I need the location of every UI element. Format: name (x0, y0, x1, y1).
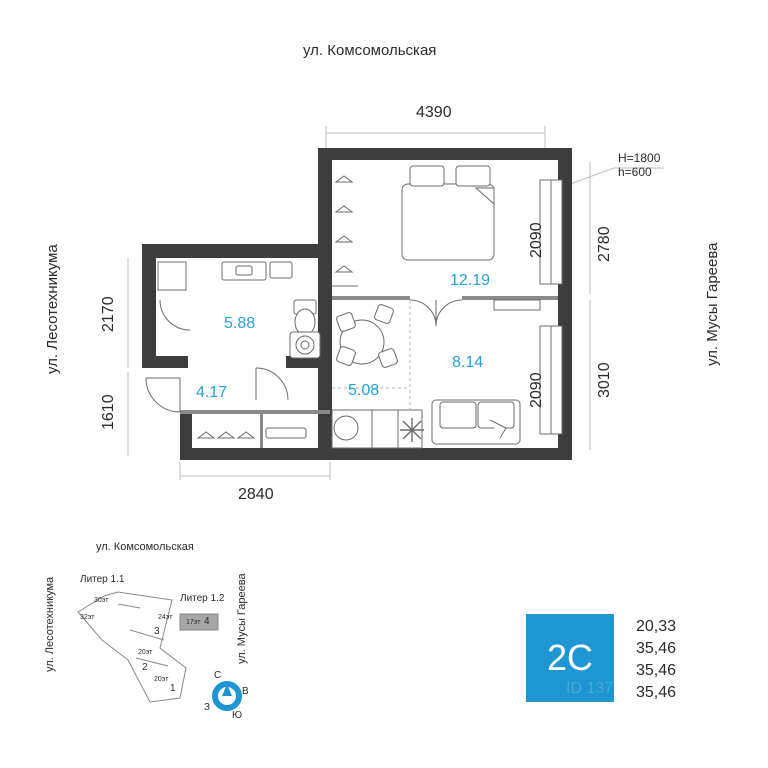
dim-living-window: 2090 (528, 372, 545, 408)
hangers (332, 175, 358, 287)
dim-right-upper: 2780 (596, 226, 613, 262)
stat-total-area-1: 35,46 (636, 640, 677, 657)
dim-bottom-width: 2840 (238, 486, 274, 503)
area-bathroom: 5.88 (224, 315, 256, 332)
compass-east: В (242, 686, 249, 697)
window-height-upper: H=1800 (618, 151, 661, 165)
minimap-floors-17: 17эт (186, 619, 201, 626)
dim-left-upper: 2170 (100, 296, 117, 332)
street-right: ул. Мусы Гареева (704, 242, 721, 367)
minimap-floors-30: 30эт (94, 597, 109, 604)
windows (157, 179, 563, 435)
compass-west: З (204, 702, 211, 713)
stat-living-area: 20,33 (636, 618, 677, 635)
minimap-liter-2: Литер 1.2 (180, 593, 225, 604)
compass-icon (212, 681, 242, 711)
minimap-floors-32: 32эт (80, 614, 95, 621)
area-living: 8.14 (452, 354, 484, 371)
dim-bedroom-window: 2090 (528, 222, 545, 258)
compass-north: С (214, 670, 222, 681)
badge-watermark: ID 137 (566, 680, 614, 697)
minimap-liter-1: Литер 1.1 (80, 574, 125, 585)
bed (401, 165, 495, 261)
minimap-section-2: 2 (142, 662, 148, 673)
mini-map (77, 591, 219, 703)
kitchen-fixtures (331, 409, 423, 449)
dim-top-width: 4390 (416, 104, 452, 121)
area-kitchen: 5.08 (348, 382, 380, 399)
sofa (431, 399, 521, 445)
bathroom-fixtures (159, 261, 321, 359)
minimap-highlight (179, 613, 219, 631)
minimap-section-1: 1 (170, 683, 176, 694)
dining-set (336, 304, 398, 368)
window-height-lower: h=600 (618, 165, 652, 179)
compass-south: Ю (232, 710, 243, 721)
stat-total-area-3: 35,46 (636, 684, 677, 701)
interior-walls (180, 296, 558, 448)
area-bedroom: 12.19 (450, 272, 491, 289)
minimap-street-top: ул. Комсомольская (96, 541, 194, 553)
dimension-guides (127, 126, 664, 480)
fridge-icon (400, 418, 424, 442)
stat-total-area-2: 35,46 (636, 662, 677, 679)
dim-left-lower: 1610 (100, 394, 117, 430)
doors (145, 299, 463, 413)
minimap-floors-20b: 20эт (154, 676, 169, 683)
minimap-section-4: 4 (204, 616, 210, 627)
hall-wardrobe (196, 427, 307, 439)
minimap-street-left: ул. Лесотехникума (44, 576, 56, 672)
street-left: ул. Лесотехникума (44, 244, 61, 374)
dim-right-lower: 3010 (596, 362, 613, 398)
tv-console (493, 299, 541, 311)
minimap-street-right: ул. Мусы Гареева (236, 573, 248, 664)
minimap-floors-24: 24эт (158, 614, 173, 621)
zone-separators (332, 300, 411, 410)
minimap-floors-20a: 20эт (138, 649, 153, 656)
area-hall: 4.17 (196, 384, 228, 401)
badge-label: 2С (546, 637, 594, 678)
apartment-type-badge: ID 137 2С (526, 614, 614, 702)
minimap-section-3: 3 (154, 626, 160, 637)
street-top: ул. Комсомольская (303, 42, 437, 59)
